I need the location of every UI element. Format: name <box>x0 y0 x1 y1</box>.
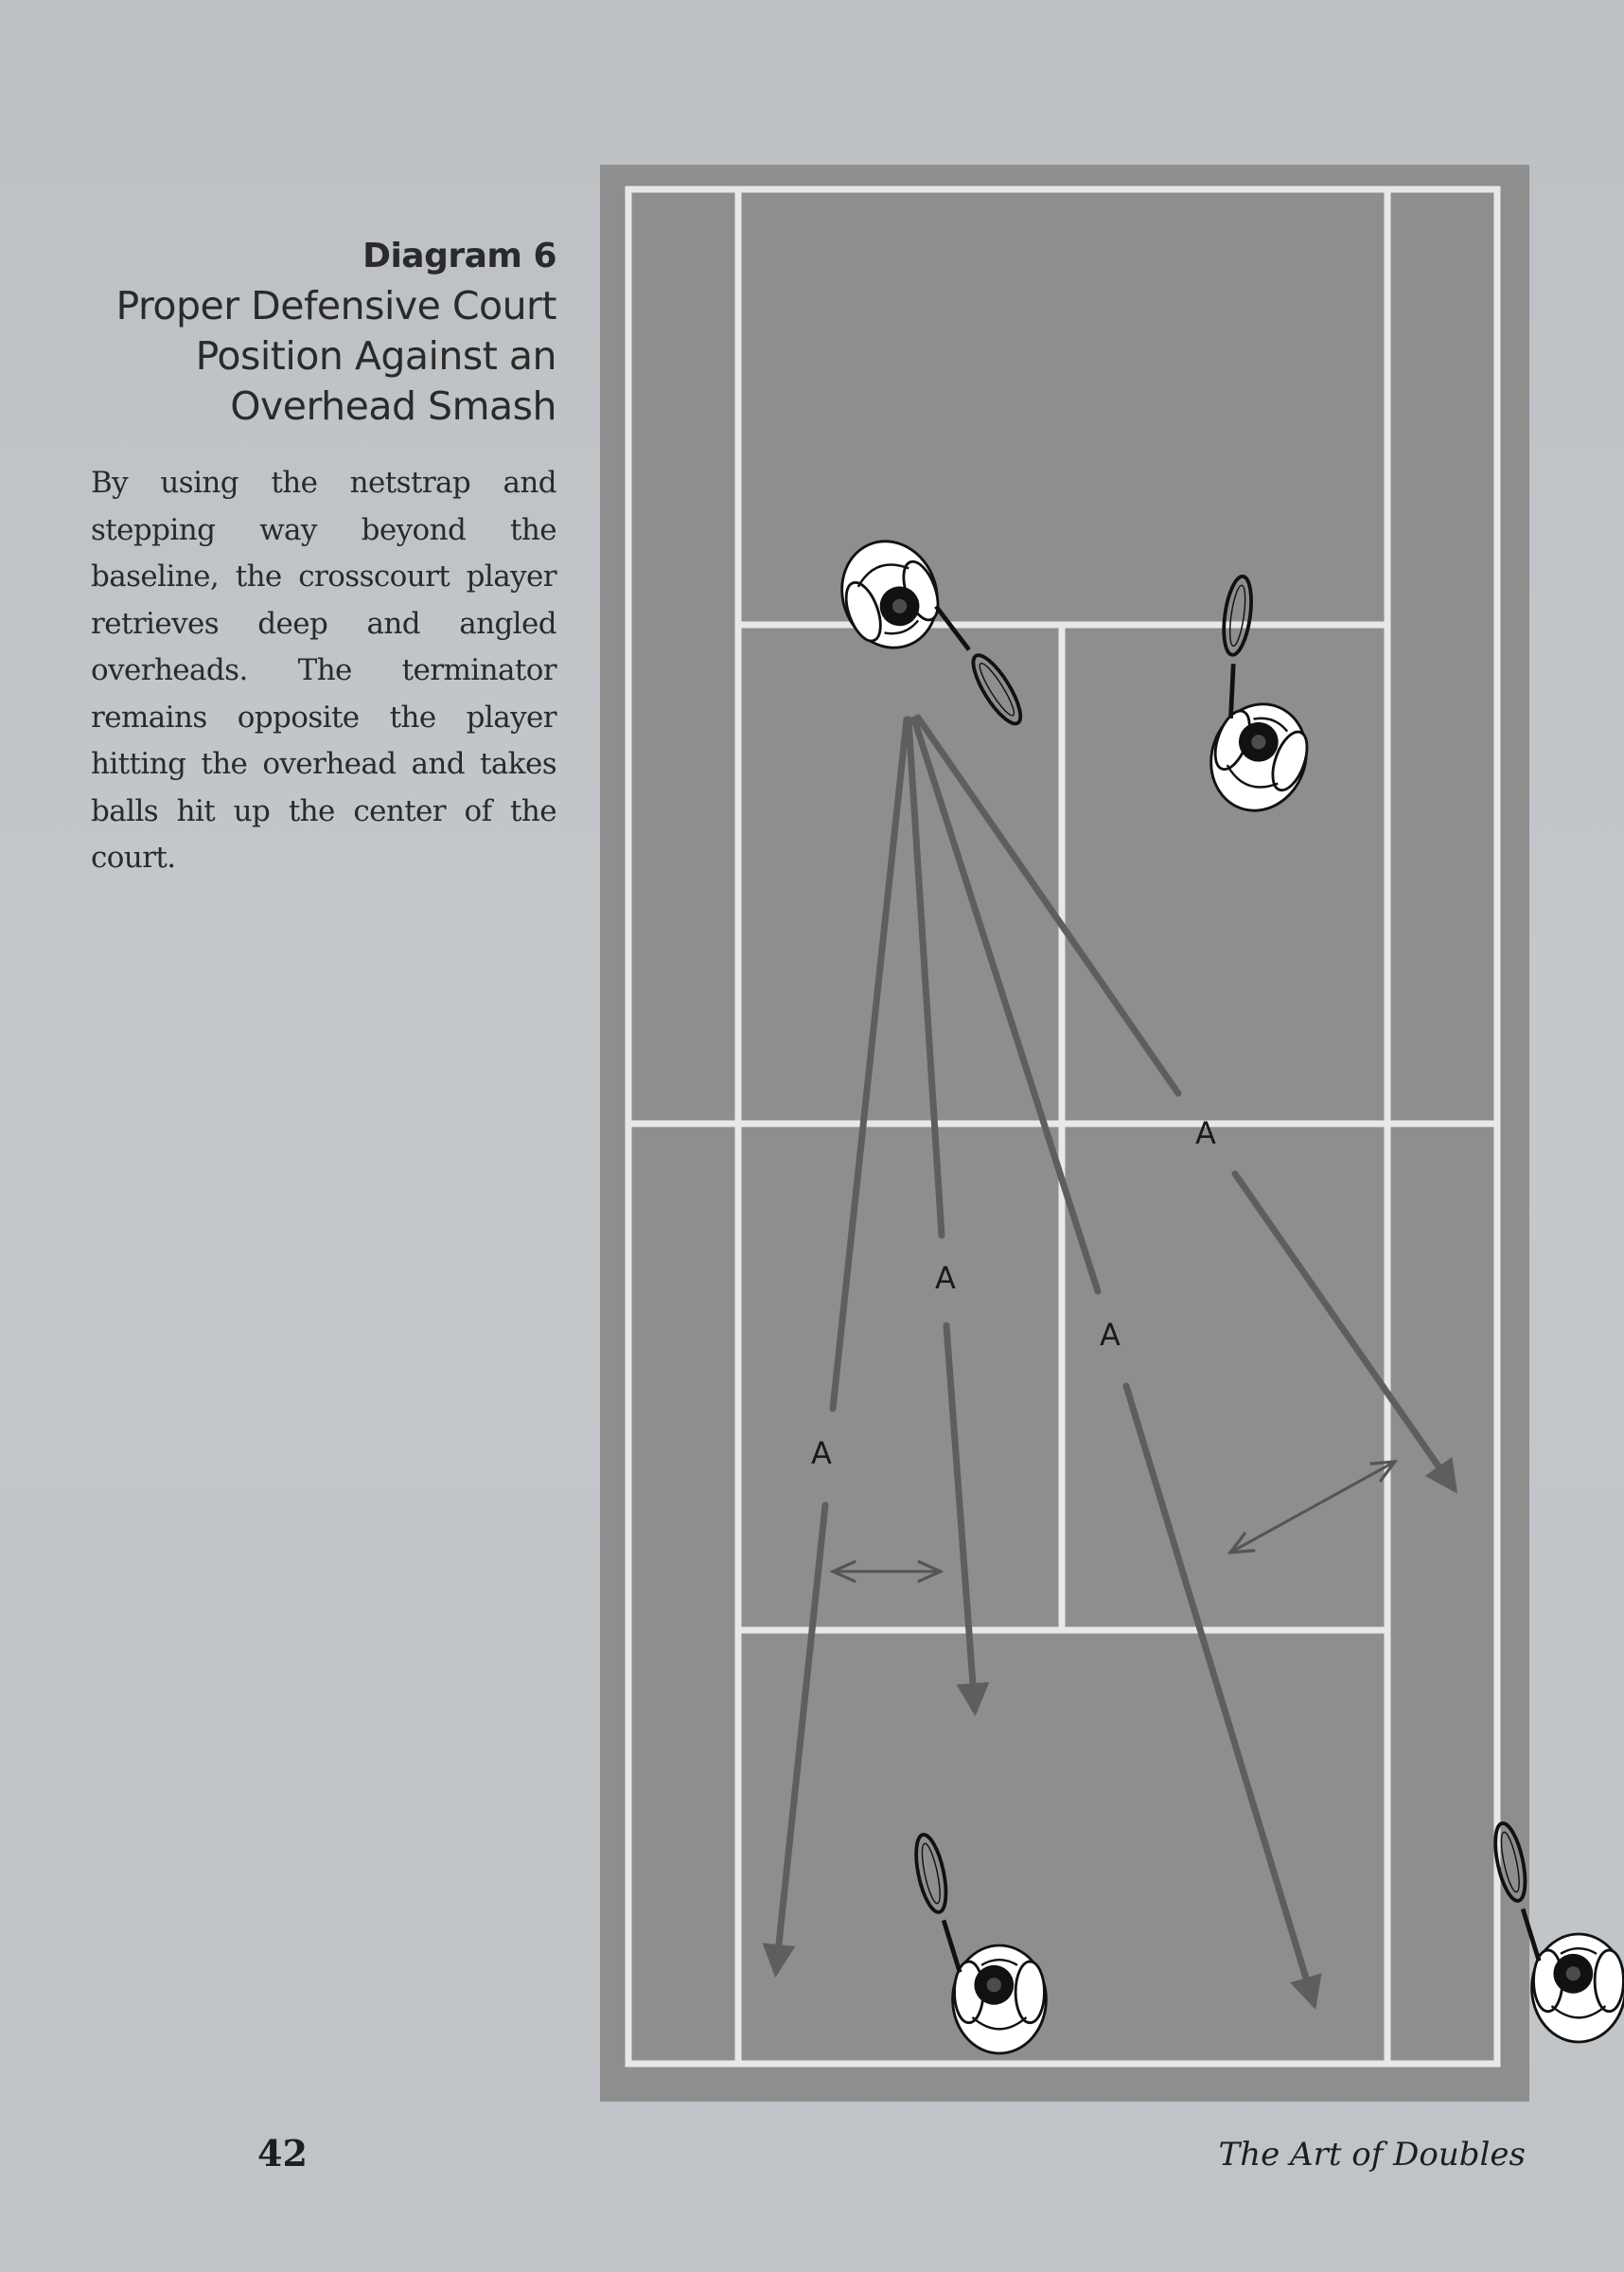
shot-marker: A <box>935 1260 956 1296</box>
shot-arrow-path <box>914 714 1182 1097</box>
shot-arrow-path <box>829 716 910 1412</box>
shot-marker: A <box>1195 1115 1216 1151</box>
diagram-title: Proper Defensive Court Position Against … <box>91 281 556 432</box>
diagram-caption: Diagram 6 Proper Defensive Court Positio… <box>91 237 557 882</box>
running-title: The Art of Doubles <box>1218 2136 1526 2174</box>
shot-arrow-path <box>905 716 945 1239</box>
diagram-body-text: By using the netstrap and stepping way b… <box>91 466 557 875</box>
shot-marker: A <box>1100 1317 1121 1353</box>
diagram-title-line: Position Against an <box>195 333 557 379</box>
shot-arrow-path <box>762 1501 829 1978</box>
shot-arrow-path <box>1231 1170 1457 1494</box>
page-number: 42 <box>257 2132 308 2174</box>
shot-arrow-path <box>910 716 1102 1295</box>
diagram-title-line: Overhead Smash <box>230 383 556 429</box>
diagram-label: Diagram 6 <box>362 237 556 275</box>
shot-marker: A <box>811 1435 832 1471</box>
diagram-title-line: Proper Defensive Court <box>115 283 556 328</box>
shot-arrow-path <box>1122 1382 1322 2010</box>
movement-arrow <box>1230 1462 1395 1553</box>
shot-arrow-path <box>943 1322 990 1716</box>
